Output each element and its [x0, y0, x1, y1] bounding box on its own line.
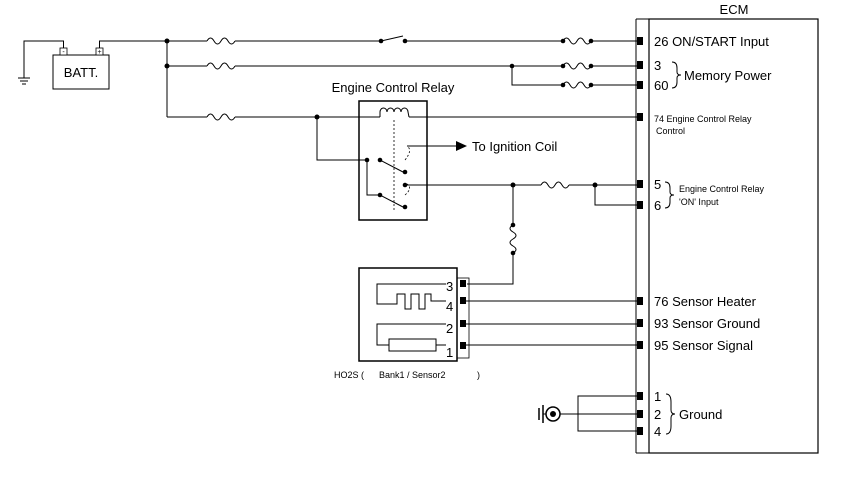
pin-74-label-2: Control	[656, 126, 685, 136]
pin-5-label: 5	[654, 177, 661, 192]
to-ignition-label: To Ignition Coil	[472, 139, 557, 154]
ho2s-label-bank: Bank1 / Sensor2	[379, 370, 446, 380]
pin-76-label: 76 Sensor Heater	[654, 294, 757, 309]
pin-74-label: 74 Engine Control Relay	[654, 114, 752, 124]
ecm-pins	[637, 37, 643, 435]
memory-power-brace	[671, 61, 682, 89]
gnd-pin-2-label: 2	[654, 407, 661, 422]
relay-title: Engine Control Relay	[332, 80, 455, 95]
on-input-label-1: Engine Control Relay	[679, 184, 765, 194]
memory-power-label: Memory Power	[684, 68, 772, 83]
on-input-brace	[664, 181, 675, 209]
ecm-unit: ECM	[635, 2, 819, 454]
ground-label: Ground	[679, 407, 722, 422]
ho2s-pin-3: 3	[446, 279, 453, 294]
battery-positive-wire	[99, 40, 167, 48]
arrow-right-icon	[456, 141, 467, 151]
pin-95-label: 95 Sensor Signal	[654, 338, 753, 353]
ho2s-pin-4: 4	[446, 299, 453, 314]
pin-3-label: 3	[654, 58, 661, 73]
ho2s-ecm-wires	[466, 300, 637, 346]
ho2s-label-suffix: )	[477, 370, 480, 380]
to-ignition-coil: To Ignition Coil	[407, 139, 557, 154]
ho2s-pin-2: 2	[446, 321, 453, 336]
battery-ground-icon	[18, 40, 64, 85]
ground-brace	[665, 393, 676, 435]
ho2s-sensor: 3 4 2 1	[358, 267, 470, 362]
relay-on-circuit	[405, 181, 637, 285]
pin-60-label: 60	[654, 78, 668, 93]
on-start-circuit	[167, 35, 637, 45]
gnd-pin-1-label: 1	[654, 389, 661, 404]
ho2s-pin-1: 1	[446, 345, 453, 360]
memory-power-circuit	[167, 62, 637, 89]
engine-control-relay: Engine Control Relay	[332, 80, 455, 221]
gnd-pin-4-label: 4	[654, 424, 661, 439]
relay-feed-circuit	[167, 113, 637, 161]
battery: BATT. - +	[52, 47, 110, 90]
battery-pos-label: +	[97, 49, 101, 56]
pin-6-label: 6	[654, 198, 661, 213]
on-input-label-2: 'ON' Input	[679, 197, 719, 207]
sensing-element-icon	[376, 323, 446, 346]
battery-label: BATT.	[64, 65, 98, 80]
ecm-ground-circuit	[538, 395, 637, 432]
ecm-title: ECM	[720, 2, 749, 17]
battery-neg-label: -	[62, 49, 65, 56]
ground-icon	[538, 405, 563, 423]
heater-element-icon	[376, 283, 446, 310]
pin-93-label: 93 Sensor Ground	[654, 316, 760, 331]
ho2s-label-prefix: HO2S (	[334, 370, 364, 380]
pin-on-start-label: 26 ON/START Input	[654, 34, 769, 49]
